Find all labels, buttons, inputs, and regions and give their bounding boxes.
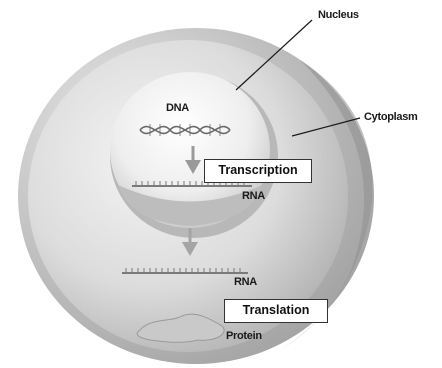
cytoplasm-label: Cytoplasm: [364, 111, 418, 123]
rna-label-nucleus: RNA: [242, 190, 265, 202]
dna-label: DNA: [166, 102, 189, 114]
rna-label-cytoplasm: RNA: [234, 276, 257, 288]
translation-box: Translation: [224, 299, 328, 323]
nucleus-label: Nucleus: [318, 9, 359, 21]
protein-label: Protein: [226, 330, 262, 342]
transcription-box: Transcription: [204, 159, 312, 183]
